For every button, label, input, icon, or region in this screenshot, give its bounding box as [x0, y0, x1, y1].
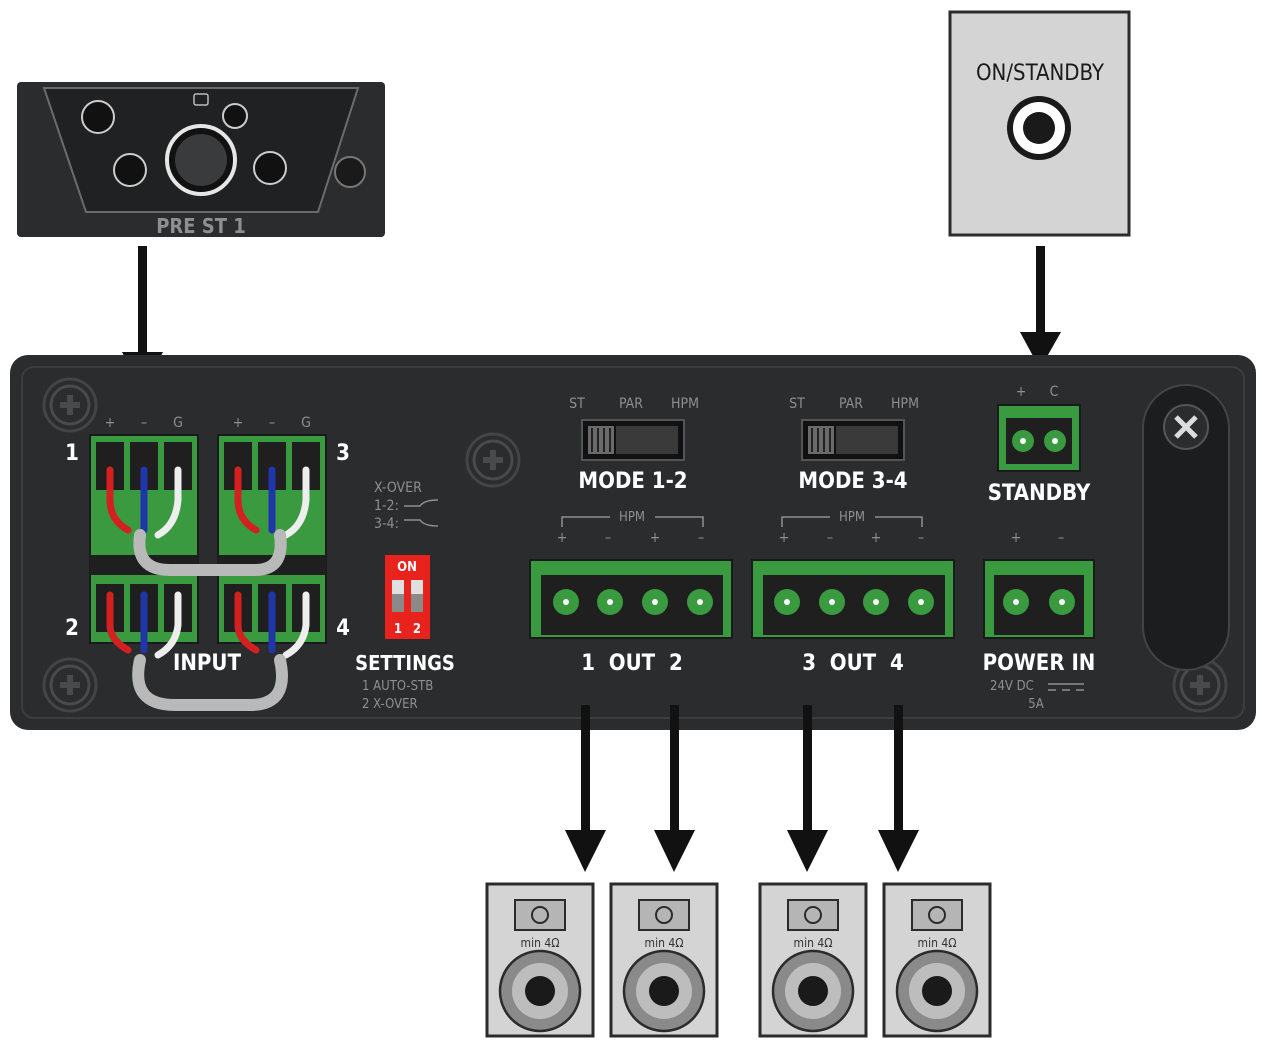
out-pin-label: – — [605, 530, 611, 546]
mode-12-position: PAR — [619, 396, 643, 412]
mode-34-position: ST — [789, 396, 805, 412]
latch-icon — [1142, 384, 1230, 671]
remote-knob-icon — [81, 100, 115, 134]
screw-icon — [44, 379, 96, 431]
speaker-icon — [758, 882, 868, 1038]
out-pin-label: – — [827, 530, 833, 546]
out-12-label: 1 OUT 2 — [581, 651, 682, 676]
speaker-label: min 4Ω — [918, 936, 957, 950]
settings-line-1: 1 AUTO-STB — [362, 679, 433, 694]
input-pin-label: + — [105, 415, 116, 431]
rear-panel: + – G + – G 1 2 3 4 INPUT X-OVER 1-2: 3-… — [10, 355, 1256, 730]
input-pin-label: + — [233, 415, 244, 431]
xover-title: X-OVER — [374, 480, 422, 496]
arrow-standby-to-panel — [1020, 246, 1061, 369]
xover-line-2: 3-4: — [374, 516, 399, 532]
mode-34-position: PAR — [839, 396, 863, 412]
speaker-icon — [485, 882, 595, 1038]
remote-panel: PRE ST 1 — [17, 82, 385, 238]
mode-34-position: HPM — [891, 396, 919, 412]
power-spec-voltage: 24V DC — [990, 679, 1034, 694]
speaker: min 4Ω — [882, 882, 992, 1038]
on-standby-box: ON/STANDBY — [948, 10, 1131, 237]
power-in-label: POWER IN — [983, 651, 1096, 676]
speaker-label: min 4Ω — [645, 936, 684, 950]
input-terminals: + – G + – G 1 2 3 4 INPUT — [65, 415, 350, 711]
dip-num: 2 — [413, 622, 421, 637]
arrows-to-speakers — [565, 705, 919, 872]
remote-knob-icon — [253, 151, 287, 185]
speaker-icon — [609, 882, 719, 1038]
xover-legend: X-OVER 1-2: 3-4: — [374, 480, 439, 532]
input-pin-label: G — [301, 415, 311, 431]
power-pin-label: + — [1011, 530, 1022, 546]
input-channel-label: 3 — [336, 441, 350, 466]
mode-12-position: HPM — [671, 396, 699, 412]
power-in-connector[interactable] — [983, 559, 1095, 639]
settings-line-2: 2 X-OVER — [362, 697, 418, 712]
hpm-label-34: HPM — [839, 510, 865, 525]
dip-on-label: ON — [397, 560, 417, 575]
out-pin-label: – — [918, 530, 924, 546]
input-pin-label: G — [173, 415, 183, 431]
screw-icon — [44, 659, 96, 711]
rca-jack-icon — [1007, 96, 1071, 160]
input-channel-label: 4 — [336, 616, 350, 641]
out-pin-label: + — [779, 530, 790, 546]
out-34-label: 3 OUT 4 — [802, 651, 903, 676]
remote-ir-icon — [334, 156, 366, 188]
hpm-label-12: HPM — [619, 510, 645, 525]
standby-connector[interactable] — [997, 404, 1081, 472]
standby-label: STANDBY — [988, 481, 1091, 506]
speaker-label: min 4Ω — [794, 936, 833, 950]
out-12-connector[interactable] — [529, 559, 733, 639]
speaker-icon — [882, 882, 992, 1038]
out-pin-label: + — [557, 530, 568, 546]
speaker-label: min 4Ω — [521, 936, 560, 950]
input-channel-label: 1 — [65, 441, 79, 466]
input-pin-label: – — [141, 415, 147, 431]
power-pin-label: – — [1058, 530, 1064, 546]
remote-knob-icon — [113, 153, 147, 187]
mode-12-position: ST — [569, 396, 585, 412]
dip-num: 1 — [394, 622, 402, 637]
remote-button-icon — [222, 103, 248, 129]
power-spec-current: 5A — [1028, 697, 1043, 712]
speaker: min 4Ω — [758, 882, 868, 1038]
mode-34-switch[interactable] — [801, 419, 905, 461]
screw-icon — [467, 434, 519, 486]
input-pin-label: – — [269, 415, 275, 431]
mode-34-label: MODE 3-4 — [798, 469, 907, 494]
settings-label: SETTINGS — [355, 651, 455, 675]
speaker: min 4Ω — [485, 882, 595, 1038]
standby-pin-label: C — [1050, 384, 1059, 400]
standby-pin-label: + — [1016, 384, 1027, 400]
mode-12-switch[interactable] — [581, 419, 685, 461]
input-label: INPUT — [173, 651, 241, 676]
out-pin-label: – — [698, 530, 704, 546]
mode-12-label: MODE 1-2 — [578, 469, 687, 494]
out-pin-label: + — [650, 530, 661, 546]
xover-line-1: 1-2: — [374, 498, 399, 514]
out-34-connector[interactable] — [751, 559, 955, 639]
remote-name: PRE ST 1 — [156, 214, 246, 238]
speaker: min 4Ω — [609, 882, 719, 1038]
settings-dip-switch[interactable]: ON 1 2 — [385, 555, 430, 639]
input-channel-label: 2 — [65, 616, 79, 641]
out-pin-label: + — [871, 530, 882, 546]
on-standby-label: ON/STANDBY — [976, 61, 1105, 86]
